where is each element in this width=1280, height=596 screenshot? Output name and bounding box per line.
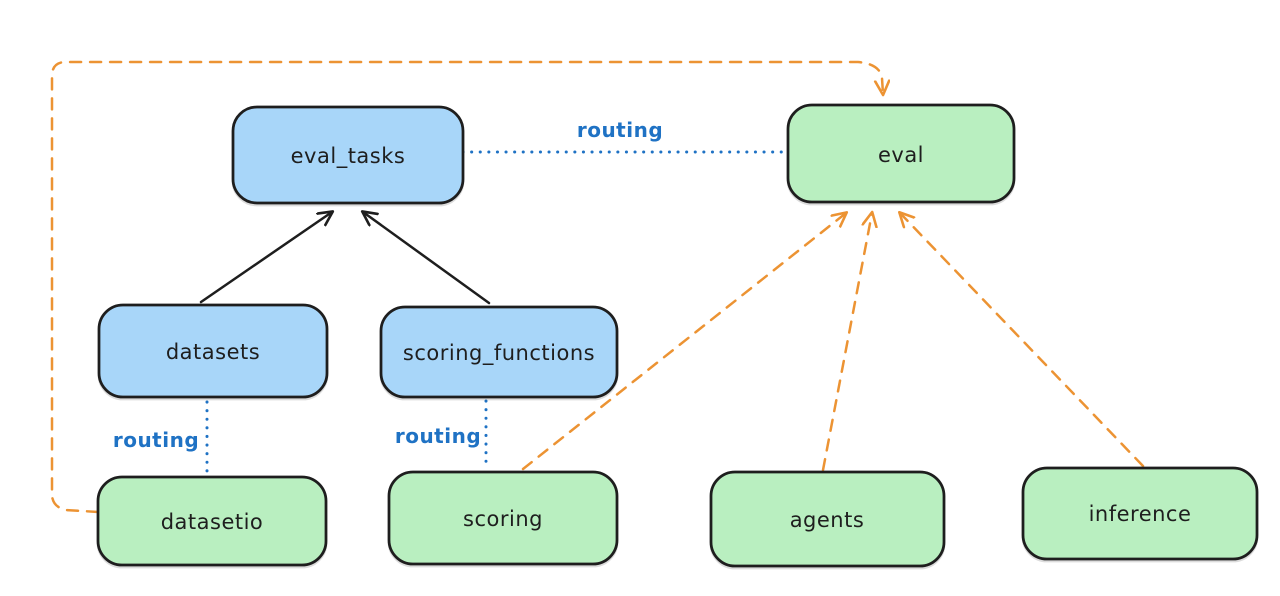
node-box-scoring-functions xyxy=(379,305,619,399)
node-scoring: scoring xyxy=(387,470,619,566)
node-box-agents xyxy=(709,470,946,568)
node-box-datasets xyxy=(97,303,329,399)
node-box-eval-tasks xyxy=(231,105,465,205)
node-eval-tasks: eval_tasks xyxy=(231,105,465,205)
node-inference: inference xyxy=(1021,466,1259,561)
node-label-datasetio: datasetio xyxy=(161,510,264,534)
node-box-datasetio xyxy=(96,475,328,567)
node-datasets: datasets xyxy=(97,303,329,399)
node-label-scoring-functions: scoring_functions xyxy=(403,341,595,366)
node-box-eval xyxy=(786,103,1016,204)
node-eval: eval xyxy=(786,103,1016,204)
edge-datasets-to-eval-tasks xyxy=(199,212,332,304)
node-agents: agents xyxy=(709,470,946,568)
edge-label-routing-datasets-datasetio: routing xyxy=(113,428,199,452)
edge-label-routing-eval-tasks-eval: routing xyxy=(577,118,663,142)
node-label-scoring: scoring xyxy=(463,507,543,531)
node-label-eval-tasks: eval_tasks xyxy=(291,144,406,169)
node-label-inference: inference xyxy=(1089,502,1192,526)
edge-label-routing-scoring-functions-scoring: routing xyxy=(395,424,481,448)
edge-inference-to-eval xyxy=(900,213,1145,468)
node-box-inference xyxy=(1021,466,1259,561)
edge-scoring-functions-to-eval-tasks xyxy=(363,212,491,305)
node-label-agents: agents xyxy=(790,508,865,532)
node-label-eval: eval xyxy=(878,143,924,167)
node-label-datasets: datasets xyxy=(166,340,260,364)
edge-scoring-to-eval xyxy=(521,213,846,471)
node-scoring-functions: scoring_functions xyxy=(379,305,619,399)
node-box-scoring xyxy=(387,470,619,566)
edge-agents-to-eval xyxy=(821,213,872,472)
node-datasetio: datasetio xyxy=(96,475,328,567)
edge-datasetio-to-eval xyxy=(50,60,883,514)
